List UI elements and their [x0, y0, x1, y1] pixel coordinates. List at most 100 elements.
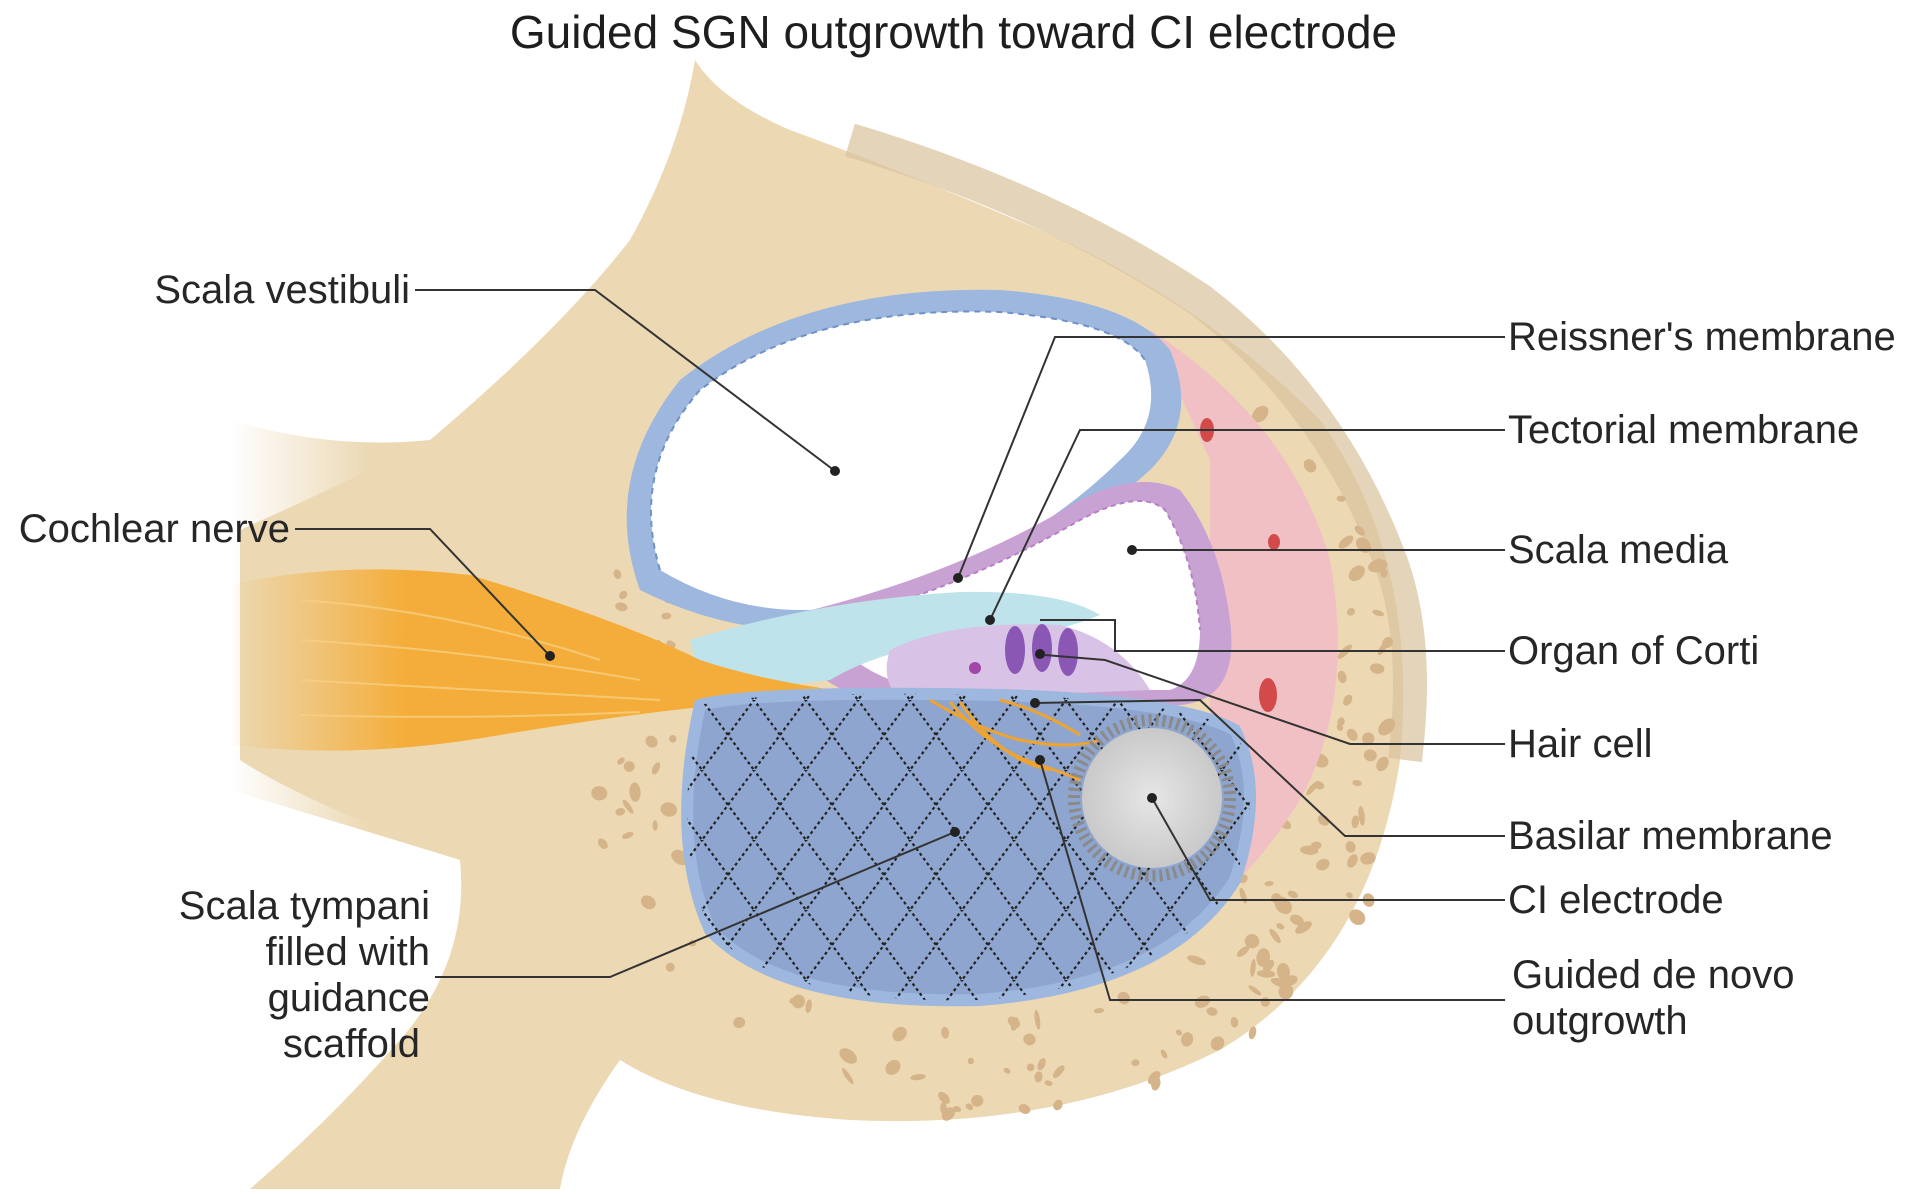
bone-pore — [615, 807, 626, 816]
bone-pore — [1264, 881, 1274, 887]
bone-pore — [1347, 854, 1358, 868]
bone-pore — [1346, 607, 1355, 616]
bone-pore — [1276, 962, 1290, 981]
bone-pore — [1378, 718, 1396, 736]
bone-pore — [892, 1026, 907, 1042]
bone-pore — [1263, 959, 1275, 972]
bone-pore — [591, 786, 608, 801]
bone-pore — [1358, 805, 1365, 826]
bone-pore — [733, 1016, 746, 1029]
bone-pore — [1303, 459, 1317, 473]
bone-pore — [1349, 909, 1366, 926]
bone-pore — [1256, 969, 1276, 978]
bone-pore — [1093, 1008, 1105, 1014]
tectorial-membrane-shape — [690, 591, 1100, 685]
bone-pore — [967, 1057, 974, 1065]
bone-pore — [1343, 694, 1353, 706]
label-scala-tympani-line2: filled with — [265, 930, 430, 974]
bone-pore — [1034, 1009, 1041, 1030]
bone-pore — [613, 569, 622, 579]
bone-pore — [622, 831, 634, 839]
bone-pore — [805, 999, 812, 1014]
diagram-title: Guided SGN outgrowth toward CI electrode — [509, 6, 1398, 58]
bone-pore — [1354, 525, 1365, 536]
label-scala-media: Scala media — [1508, 528, 1729, 572]
bone-pore — [1313, 781, 1325, 790]
bone-pore — [1290, 914, 1304, 926]
label-reissners-membrane: Reissner's membrane — [1508, 315, 1896, 359]
bone-pore — [1117, 991, 1130, 1005]
bone-pore — [1372, 609, 1384, 617]
bone-pore — [971, 1094, 984, 1107]
bone-pore — [1336, 724, 1344, 731]
bone-pore — [1345, 841, 1356, 853]
bone-pore — [615, 602, 628, 612]
nerve-fibers — [299, 599, 661, 718]
bone-pore — [1037, 1058, 1046, 1071]
leader-lines — [295, 289, 1505, 1001]
label-scala-vestibuli: Scala vestibuli — [154, 268, 410, 312]
label-hair-cell: Hair cell — [1508, 722, 1653, 766]
bone-pore — [645, 735, 658, 748]
bone-pore — [1250, 958, 1256, 977]
bone-pore — [1337, 670, 1347, 684]
bone-pore — [1351, 815, 1360, 829]
bone-pore — [597, 838, 608, 849]
bone-pore — [1270, 977, 1288, 988]
bone-pore — [1175, 1029, 1183, 1036]
bone-pore — [1023, 1033, 1036, 1046]
bone-pore — [791, 994, 806, 1009]
bone-pore — [789, 997, 797, 1004]
bone-pore — [1338, 535, 1354, 549]
bone-pore — [1337, 717, 1345, 727]
label-cochlear-nerve: Cochlear nerve — [18, 507, 290, 551]
bone-pore — [1034, 1071, 1043, 1083]
blood-vessel — [1259, 678, 1277, 712]
bone-pore — [1316, 858, 1330, 871]
bone-pore — [1194, 995, 1211, 1008]
label-organ-of-corti: Organ of Corti — [1508, 629, 1760, 673]
bone-pore — [1251, 405, 1269, 423]
bone-pore — [661, 612, 672, 620]
bone-pore — [1287, 890, 1298, 899]
bone-pore — [839, 1048, 857, 1064]
bone-pore — [1007, 1016, 1021, 1028]
bone-pore — [1131, 1059, 1140, 1067]
label-guided-outgrowth-line1: Guided de novo — [1512, 953, 1795, 997]
guided-outgrowth-fibers — [929, 698, 1101, 782]
bone-pore — [941, 1107, 956, 1121]
bone-pore — [669, 735, 677, 743]
bone-pore — [1003, 1067, 1011, 1074]
organ-of-corti-shape — [886, 624, 1150, 700]
bone-pore — [1053, 1099, 1063, 1111]
bone-pore — [652, 820, 658, 831]
spiral-ligament — [1150, 330, 1338, 900]
bone-pore — [1269, 928, 1281, 944]
bone-pore — [623, 761, 635, 772]
bone-pore — [617, 757, 625, 765]
label-tectorial-membrane: Tectorial membrane — [1508, 408, 1860, 452]
leader-dots — [545, 466, 1157, 837]
bone-pore — [1300, 845, 1319, 855]
bone-pore — [1348, 565, 1365, 582]
bone-pore — [1248, 1026, 1257, 1040]
bone-pore — [1376, 756, 1389, 772]
bone-pore — [1352, 780, 1362, 787]
bone-pore — [1187, 955, 1206, 966]
bone-pore — [1278, 983, 1294, 1000]
bone-pore — [1346, 728, 1358, 741]
bone-pore — [1181, 1032, 1194, 1047]
bone-pore — [965, 1103, 974, 1111]
bone-pore — [1346, 892, 1353, 899]
bone-pore — [1244, 934, 1260, 949]
bone-pore — [1052, 1065, 1065, 1078]
label-scala-tympani-line3: guidance — [267, 976, 430, 1020]
bone-pore — [1376, 558, 1384, 570]
bone-pore — [1210, 1036, 1225, 1051]
bone-pore — [941, 1026, 950, 1039]
label-guided-outgrowth-line2: outgrowth — [1512, 999, 1688, 1043]
bone-pore — [622, 799, 634, 814]
bone-pore — [1295, 921, 1312, 934]
label-scala-tympani-line4: scaffold — [282, 1022, 420, 1066]
